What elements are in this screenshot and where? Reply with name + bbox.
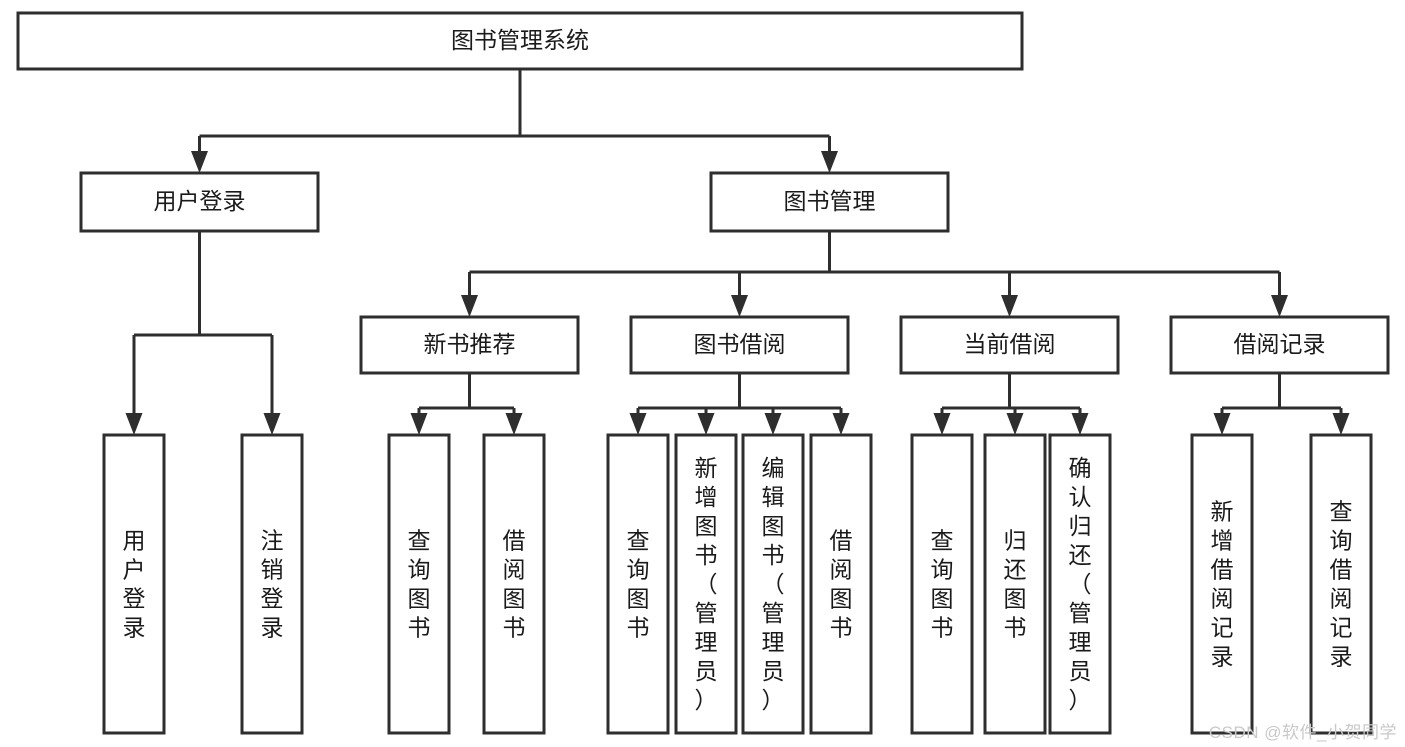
图书管理-to-当前借阅-arrowhead [1001, 295, 1018, 317]
node-图书借阅[interactable]: 图书借阅 [629, 315, 850, 375]
图书管理-to-图书借阅-arrowhead [731, 295, 748, 317]
node-图书管理[interactable]: 图书管理 [709, 171, 950, 233]
leaf-查询图书-rect[interactable] [387, 433, 451, 735]
leaf-查询图书-label: 查询图书 [408, 528, 431, 641]
leaf-确认归还管理员-rect[interactable] [1048, 433, 1112, 735]
当前借阅-to-查询图书-arrowhead [933, 413, 951, 435]
leaf-注销登录-rect[interactable] [240, 433, 304, 735]
leaf-查询图书-label: 查询图书 [627, 528, 650, 641]
node-图书借阅-label: 图书借阅 [694, 331, 786, 357]
node-用户登录[interactable]: 用户登录 [79, 171, 320, 233]
node-借阅记录-rect[interactable] [1169, 315, 1390, 375]
leaf-用户登录-rect[interactable] [102, 433, 166, 735]
node-图书管理-rect[interactable] [709, 171, 950, 233]
leaf-新增借阅记录[interactable]: 新增借阅记录 [1190, 433, 1254, 735]
leaf-查询图书-rect[interactable] [606, 433, 670, 735]
leaf-查询图书[interactable]: 查询图书 [387, 433, 451, 735]
leaf-借阅图书-label: 借阅图书 [830, 528, 853, 641]
新书推荐-to-查询图书-arrowhead [410, 413, 428, 435]
新书推荐-to-借阅图书-arrowhead [505, 413, 523, 435]
root-to-用户登录-arrowhead [191, 151, 208, 173]
当前借阅-to-归还图书-arrowhead [1006, 413, 1024, 435]
node-图书借阅-rect[interactable] [629, 315, 850, 375]
leaf-查询借阅记录-rect[interactable] [1309, 433, 1373, 735]
leaf-借阅图书-label: 借阅图书 [503, 528, 526, 641]
图书借阅-to-编辑图书管理员-arrowhead [764, 413, 782, 435]
connector-layer [125, 69, 1350, 435]
leaf-查询图书-label: 查询图书 [931, 528, 954, 641]
leaf-查询图书[interactable]: 查询图书 [606, 433, 670, 735]
leaf-新增图书管理员[interactable]: 新增图书（管理员） [674, 433, 738, 735]
leaf-查询借阅记录-label: 查询借阅记录 [1330, 499, 1353, 670]
leaf-借阅图书[interactable]: 借阅图书 [809, 433, 873, 735]
leaf-用户登录-label: 用户登录 [123, 528, 146, 641]
leaf-注销登录-label: 注销登录 [261, 528, 284, 641]
node-root-图书管理系统-rect[interactable] [16, 11, 1024, 71]
借阅记录-to-查询借阅记录-arrowhead [1332, 413, 1350, 435]
leaf-新增借阅记录-label: 新增借阅记录 [1211, 499, 1234, 670]
leaf-借阅图书-rect[interactable] [809, 433, 873, 735]
leaf-编辑图书管理员[interactable]: 编辑图书（管理员） [741, 433, 805, 735]
图书借阅-to-查询图书-arrowhead [629, 413, 647, 435]
node-借阅记录-label: 借阅记录 [1234, 331, 1326, 357]
root-to-图书管理-arrowhead [821, 151, 838, 173]
node-root-图书管理系统[interactable]: 图书管理系统 [16, 11, 1024, 71]
图书管理-to-新书推荐-arrowhead [461, 295, 478, 317]
leaf-查询图书[interactable]: 查询图书 [910, 433, 974, 735]
图书借阅-to-新增图书管理员-arrowhead [697, 413, 715, 435]
node-借阅记录[interactable]: 借阅记录 [1169, 315, 1390, 375]
leaf-新增借阅记录-rect[interactable] [1190, 433, 1254, 735]
node-图书管理-label: 图书管理 [784, 188, 876, 214]
leaf-确认归还管理员-label: 确认归还（管理员） [1069, 455, 1092, 713]
node-新书推荐-label: 新书推荐 [424, 331, 516, 357]
leaf-编辑图书管理员-rect[interactable] [741, 433, 805, 735]
node-新书推荐[interactable]: 新书推荐 [359, 315, 580, 375]
leaf-借阅图书-rect[interactable] [482, 433, 546, 735]
leaf-借阅图书[interactable]: 借阅图书 [482, 433, 546, 735]
用户登录-to-注销登录-arrowhead [263, 413, 281, 435]
node-layer: 图书管理系统用户登录用户登录注销登录图书管理新书推荐查询图书借阅图书图书借阅查询… [16, 11, 1390, 735]
leaf-新增图书管理员-label: 新增图书（管理员） [695, 455, 718, 713]
leaf-确认归还管理员[interactable]: 确认归还（管理员） [1048, 433, 1112, 735]
node-当前借阅[interactable]: 当前借阅 [899, 315, 1120, 375]
node-当前借阅-label: 当前借阅 [964, 331, 1056, 357]
借阅记录-to-新增借阅记录-arrowhead [1213, 413, 1231, 435]
node-新书推荐-rect[interactable] [359, 315, 580, 375]
leaf-注销登录[interactable]: 注销登录 [240, 433, 304, 735]
leaf-用户登录[interactable]: 用户登录 [102, 433, 166, 735]
leaf-归还图书-rect[interactable] [983, 433, 1047, 735]
node-用户登录-rect[interactable] [79, 171, 320, 233]
watermark-text: CSDN @软件_小贺同学 [1208, 723, 1397, 742]
node-当前借阅-rect[interactable] [899, 315, 1120, 375]
用户登录-to-用户登录-arrowhead [125, 413, 143, 435]
node-用户登录-label: 用户登录 [154, 188, 246, 214]
当前借阅-to-确认归还管理员-arrowhead [1071, 413, 1089, 435]
图书管理-to-借阅记录-arrowhead [1271, 295, 1288, 317]
leaf-编辑图书管理员-label: 编辑图书（管理员） [762, 455, 785, 713]
leaf-新增图书管理员-rect[interactable] [674, 433, 738, 735]
leaf-查询图书-rect[interactable] [910, 433, 974, 735]
图书借阅-to-借阅图书-arrowhead [832, 413, 850, 435]
leaf-归还图书-label: 归还图书 [1004, 528, 1027, 641]
node-root-图书管理系统-label: 图书管理系统 [451, 27, 589, 53]
leaf-查询借阅记录[interactable]: 查询借阅记录 [1309, 433, 1373, 735]
leaf-归还图书[interactable]: 归还图书 [983, 433, 1047, 735]
